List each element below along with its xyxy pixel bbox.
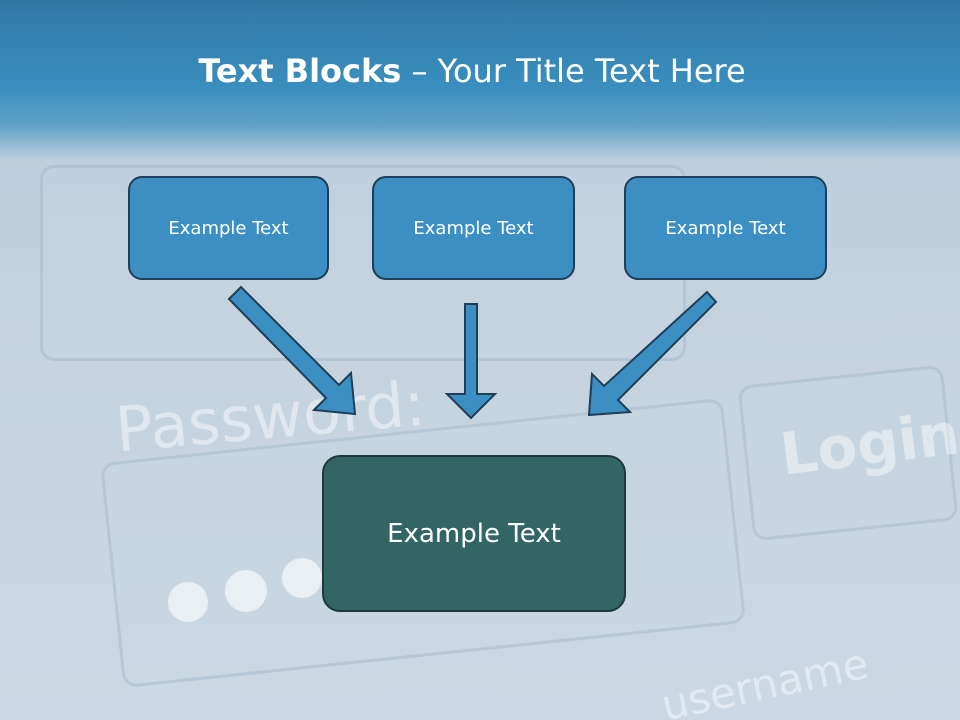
text-block-label: Example Text: [387, 518, 561, 549]
text-block-top-left[interactable]: Example Text: [128, 176, 329, 280]
arrow-center-down: [444, 303, 498, 420]
title-separator: –: [411, 52, 428, 90]
text-block-label: Example Text: [413, 217, 534, 239]
text-block-top-center[interactable]: Example Text: [372, 176, 575, 280]
text-block-bottom[interactable]: Example Text: [322, 455, 626, 612]
text-block-top-right[interactable]: Example Text: [624, 176, 827, 280]
slide-title: Text Blocks – Your Title Text Here: [0, 52, 944, 90]
text-block-label: Example Text: [665, 217, 786, 239]
arrow-right-diagonal: [587, 290, 718, 417]
text-block-label: Example Text: [168, 217, 289, 239]
title-bar: [0, 0, 960, 160]
arrow-left-diagonal: [227, 285, 357, 416]
title-bold-part: Text Blocks: [198, 52, 402, 90]
title-text: Your Title Text Here: [437, 52, 746, 90]
